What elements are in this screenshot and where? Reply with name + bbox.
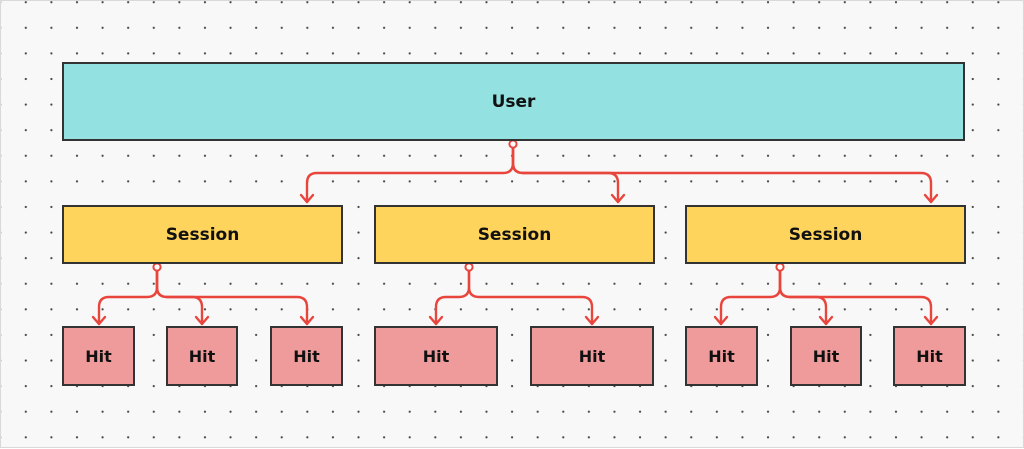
connector-origin-user — [508, 139, 518, 149]
hit-label: Hit — [422, 346, 450, 366]
hit-label: Hit — [708, 346, 735, 366]
connector-session-3-hit-3-arrowhead — [923, 315, 939, 326]
user-node[interactable]: User — [62, 62, 965, 141]
connector-user-session-1 — [305, 142, 515, 204]
hit-node-3-1[interactable]: Hit — [685, 326, 758, 386]
connector-session-2-hit-2 — [467, 265, 594, 326]
connector-origin-session-1 — [152, 262, 162, 272]
connector-user-session-3-arrowhead — [923, 193, 939, 204]
session-node-3[interactable]: Session — [685, 205, 966, 264]
session-node-1[interactable]: Session — [62, 205, 343, 264]
hit-label: Hit — [85, 346, 112, 366]
connector-session-3-hit-1-arrowhead — [713, 315, 729, 326]
connector-session-2-hit-1 — [434, 265, 471, 326]
hit-node-1-3[interactable]: Hit — [270, 326, 343, 386]
hit-label: Hit — [916, 346, 943, 366]
hit-label: Hit — [293, 346, 320, 366]
connector-session-1-hit-1 — [97, 265, 159, 326]
connector-session-3-hit-3 — [778, 265, 933, 326]
connector-session-1-hit-3 — [155, 265, 309, 326]
connector-user-session-3 — [511, 142, 933, 204]
connector-origin-session-3 — [775, 262, 785, 272]
connector-session-3-hit-2 — [778, 265, 828, 326]
connector-user-session-1-arrowhead — [299, 193, 315, 204]
connector-user-session-2 — [511, 142, 620, 204]
connector-user-session-2-arrowhead — [610, 193, 626, 204]
hit-node-2-2[interactable]: Hit — [530, 326, 654, 386]
hit-node-1-1[interactable]: Hit — [62, 326, 135, 386]
session-label: Session — [788, 224, 863, 245]
hit-node-3-2[interactable]: Hit — [790, 326, 862, 386]
hit-label: Hit — [812, 346, 840, 366]
connector-session-3-hit-1 — [719, 265, 782, 326]
connector-session-2-hit-2-arrowhead — [584, 315, 600, 326]
user-label: User — [491, 91, 536, 112]
session-label: Session — [477, 224, 552, 245]
connector-session-1-hit-3-arrowhead — [299, 315, 315, 326]
hit-node-2-1[interactable]: Hit — [374, 326, 498, 386]
connector-session-2-hit-1-arrowhead — [428, 315, 444, 326]
hit-label: Hit — [188, 346, 216, 366]
hit-node-1-2[interactable]: Hit — [166, 326, 238, 386]
session-node-2[interactable]: Session — [374, 205, 655, 264]
hit-label: Hit — [578, 346, 606, 366]
hit-node-3-3[interactable]: Hit — [893, 326, 966, 386]
connector-origin-session-2 — [464, 262, 474, 272]
session-label: Session — [165, 224, 240, 245]
connector-session-3-hit-2-arrowhead — [818, 315, 834, 326]
connector-session-1-hit-2 — [155, 265, 204, 326]
connector-session-1-hit-2-arrowhead — [194, 315, 210, 326]
connector-session-1-hit-1-arrowhead — [91, 315, 107, 326]
